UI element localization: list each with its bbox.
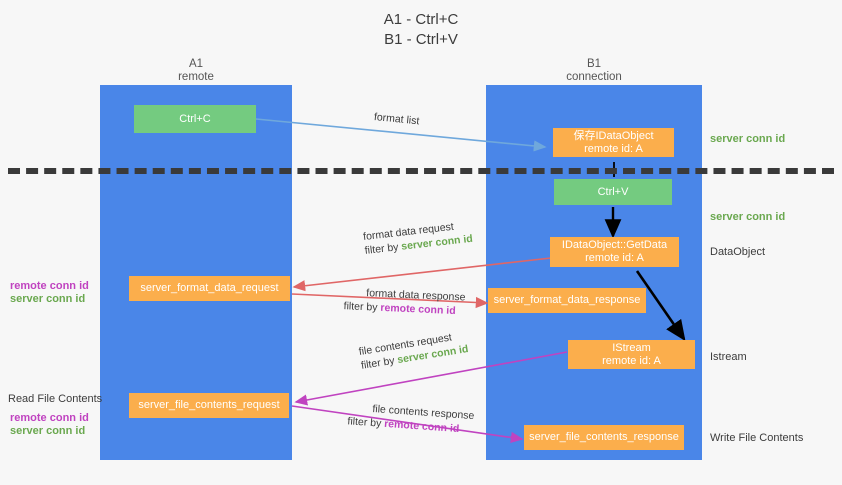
node-server-file-contents-request[interactable]: server_file_contents_request (129, 393, 289, 418)
remote-conn-id-value: remote conn id (383, 417, 460, 436)
lane-header-b1: B1 connection (566, 58, 622, 83)
right-label-server-conn-id-second: server conn id (710, 211, 786, 223)
edge-label-format-data-response: format data response filter by remote co… (339, 285, 465, 318)
remote-conn-id-value: remote conn id (380, 301, 456, 318)
node-server-file-contents-response[interactable]: server_file_contents_response (524, 425, 684, 450)
node-server-format-data-request[interactable]: server_format_data_request (129, 276, 290, 301)
left-label-server-conn-id-2: server conn id (10, 425, 86, 437)
node-istream[interactable]: IStream remote id: A (568, 340, 695, 369)
node-idataobject-getdata[interactable]: IDataObject::GetData remote id: A (550, 237, 679, 267)
node-server-format-data-response[interactable]: server_format_data_response (488, 288, 646, 313)
filter-by-prefix: filter by (343, 300, 381, 314)
edge-label-file-contents-request: file contents request filter by server c… (358, 328, 470, 373)
left-label-remote-conn-id-2: remote conn id (10, 412, 89, 424)
filter-by-prefix: filter by (347, 415, 385, 430)
edge-label-format-data-request: format data request filter by server con… (362, 218, 474, 258)
left-label-read-file-contents: Read File Contents (8, 393, 103, 405)
node-ctrl-c[interactable]: Ctrl+C (134, 105, 256, 133)
right-label-write-file-contents: Write File Contents (710, 432, 804, 444)
edge-label-file-contents-response: file contents response filter by remote … (343, 400, 475, 437)
node-ctrl-v[interactable]: Ctrl+V (554, 179, 672, 205)
left-label-server-conn-id-1: server conn id (10, 293, 86, 305)
edge-label-format-list: format list (373, 111, 420, 128)
right-label-istream: Istream (710, 351, 747, 363)
diagram-title: A1 - Ctrl+C B1 - Ctrl+V (383, 11, 459, 48)
left-label-remote-conn-id-1: remote conn id (10, 280, 89, 292)
right-label-dataobject: DataObject (710, 246, 766, 258)
phase-divider (8, 168, 834, 174)
lane-header-a1: A1 remote (178, 58, 214, 83)
node-save-idataobject[interactable]: 保存IDataObject remote id: A (553, 128, 674, 157)
right-label-server-conn-id-top: server conn id (710, 133, 786, 145)
filter-by-prefix: filter by (364, 240, 403, 257)
